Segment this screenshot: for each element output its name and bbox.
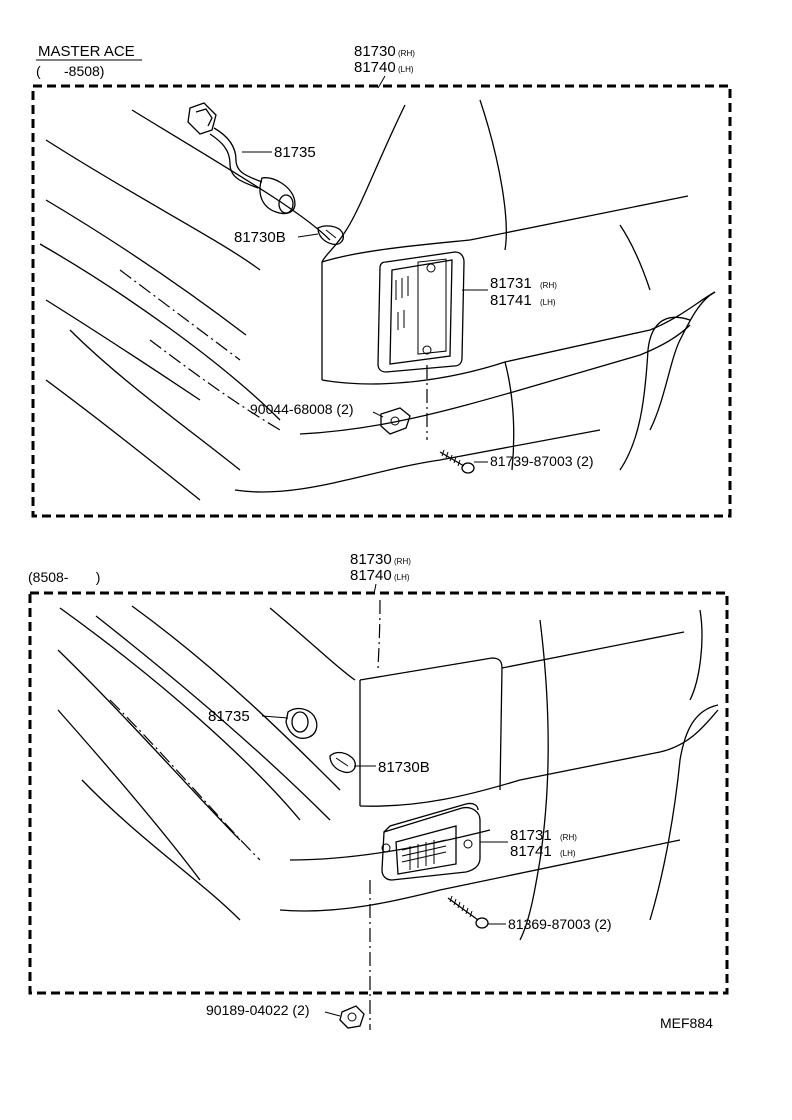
top-nut bbox=[380, 407, 411, 435]
top-date-range: ( -8508) bbox=[36, 63, 104, 79]
bottom-socket bbox=[285, 707, 318, 739]
bottom-socket-label: 81735 bbox=[208, 708, 250, 725]
top-socket-wire bbox=[187, 102, 296, 215]
top-side-marker-lamp bbox=[377, 251, 465, 373]
bottom-nut-leader bbox=[324, 1011, 341, 1017]
top-assembly-no-2: 81740 bbox=[354, 59, 396, 76]
top-lens-sfx-2: (LH) bbox=[540, 298, 556, 307]
top-bulb-label: 81730B bbox=[234, 229, 286, 246]
bottom-body-outline bbox=[57, 599, 719, 941]
bottom-lens-sfx-1: (RH) bbox=[560, 833, 577, 842]
top-assembly-sfx-2: (LH) bbox=[398, 65, 414, 74]
top-assembly-no-1: 81730 bbox=[354, 43, 396, 60]
bottom-lens-sfx-2: (LH) bbox=[560, 849, 576, 858]
bottom-socket-leader bbox=[261, 715, 289, 719]
bottom-section: (8508- ) 81730 (RH) 81740 (LH) bbox=[28, 551, 729, 1030]
bottom-assembly-no-1: 81730 bbox=[350, 551, 392, 568]
top-nut-leader bbox=[372, 411, 384, 418]
bottom-assembly-sfx-1: (RH) bbox=[394, 557, 411, 566]
top-body-outline bbox=[39, 99, 716, 501]
top-assembly-sfx-1: (RH) bbox=[398, 49, 415, 58]
top-lens-label-1: 81731 bbox=[490, 275, 532, 292]
bottom-lens-label-2: 81741 bbox=[510, 843, 552, 860]
bottom-assembly-frame bbox=[28, 591, 729, 995]
top-assembly-frame bbox=[31, 84, 732, 518]
bottom-side-marker-lamp bbox=[381, 802, 481, 881]
bottom-nut-label: 90189-04022 (2) bbox=[206, 1002, 310, 1018]
top-bulb bbox=[317, 225, 344, 246]
top-socket-label: 81735 bbox=[274, 144, 316, 161]
top-nut-label: 90044-68008 (2) bbox=[250, 401, 354, 417]
top-lens-label-2: 81741 bbox=[490, 292, 532, 309]
top-screw bbox=[439, 449, 475, 474]
top-lens-sfx-1: (RH) bbox=[540, 281, 557, 290]
bottom-bulb-label: 81730B bbox=[378, 759, 430, 776]
bottom-assembly-no-2: 81740 bbox=[350, 567, 392, 584]
top-assembly-leader bbox=[377, 75, 386, 89]
figure-code: MEF884 bbox=[660, 1015, 713, 1031]
bottom-bulb bbox=[329, 751, 356, 774]
bottom-lens-label-1: 81731 bbox=[510, 827, 552, 844]
bottom-date-range: (8508- ) bbox=[28, 569, 100, 585]
bottom-screw-label: 81369-87003 (2) bbox=[508, 916, 612, 932]
model-title: MASTER ACE bbox=[38, 43, 135, 60]
bottom-screw bbox=[447, 895, 489, 929]
top-bulb-leader bbox=[297, 233, 319, 238]
top-section: MASTER ACE ( -8508) 81730 (RH) 81740 (LH… bbox=[31, 43, 732, 518]
top-screw-label: 81739-87003 (2) bbox=[490, 453, 594, 469]
bottom-assembly-sfx-2: (LH) bbox=[394, 573, 410, 582]
bottom-nut bbox=[339, 1005, 365, 1029]
